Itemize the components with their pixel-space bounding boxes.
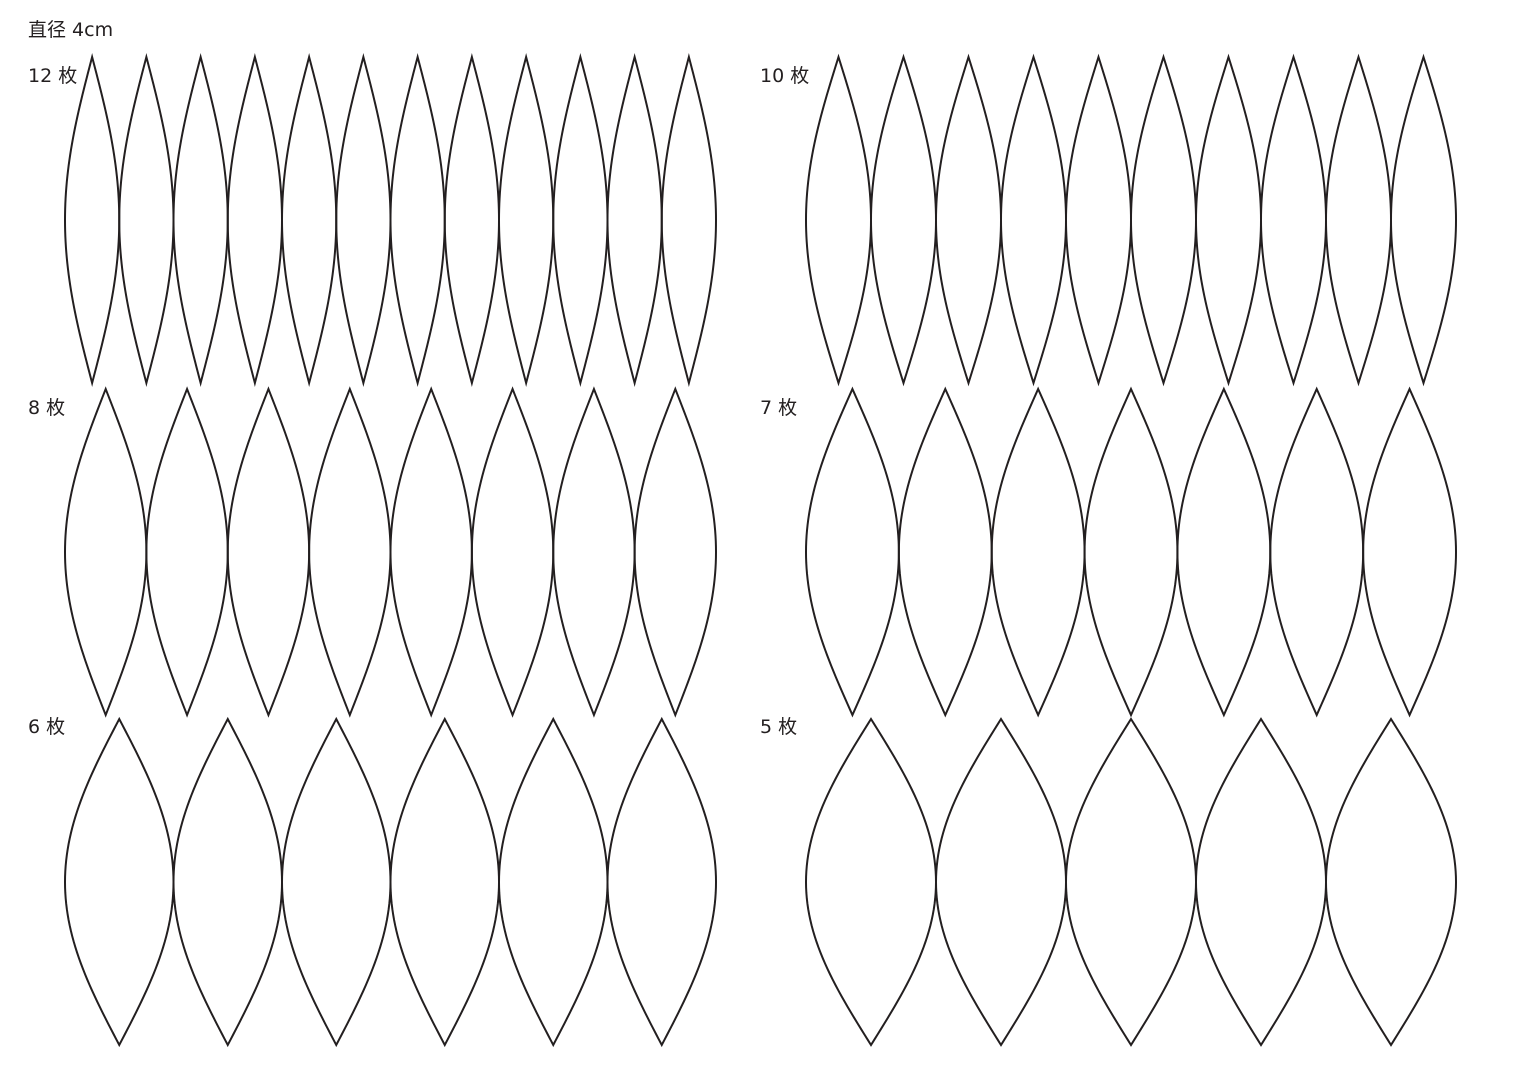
gore-piece [497,53,555,387]
gore-piece [897,386,993,718]
gore-piece [552,53,609,387]
gore-piece [1269,386,1365,718]
gore-piece [660,53,718,387]
group-label-5: 5 枚 [760,716,798,738]
group-label-12: 12 枚 [28,65,78,87]
gore-piece [118,53,175,387]
gore-piece [1064,717,1198,1047]
gore-piece [1194,53,1263,387]
gore-piece [63,53,121,387]
gore-piece [1176,386,1272,718]
gore-piece [552,386,636,718]
gore-piece [804,386,900,718]
gore-piece [1194,717,1328,1047]
gore-piece [869,53,938,387]
gore-piece [389,716,501,1048]
gore-piece [804,717,938,1047]
gore-group-8 [63,386,718,718]
gore-piece [1064,53,1133,387]
gore-piece [145,386,229,718]
gore-piece [633,386,718,718]
gore-piece [389,53,446,387]
gore-piece [804,53,873,387]
gore-piece [1324,717,1458,1047]
gore-piece [1362,386,1458,718]
gore-piece [172,716,284,1048]
page-title: 直径 4cm [28,19,114,41]
gore-piece [308,386,392,718]
gore-piece [63,386,148,718]
gore-group-12 [63,53,718,387]
gore-piece [226,386,311,718]
gore-piece [990,386,1086,718]
gore-piece [1129,53,1198,387]
gore-piece [280,53,338,387]
gore-piece [443,53,501,387]
gore-piece [470,386,555,718]
gore-group-6 [63,716,718,1048]
gore-piece [63,716,175,1048]
gore-piece [934,717,1068,1047]
gore-piece [1324,53,1393,387]
group-label-8: 8 枚 [28,397,66,419]
gore-piece [497,716,609,1048]
gore-piece [335,53,392,387]
gore-piece [934,53,1003,387]
gore-piece [606,53,663,387]
gore-piece [1259,53,1328,387]
gore-piece [1083,386,1179,718]
gore-piece [1389,53,1458,387]
gore-piece [389,386,473,718]
group-label-6: 6 枚 [28,716,66,738]
gore-piece [280,716,392,1048]
gore-group-10 [804,53,1458,387]
gore-piece [172,53,229,387]
gore-piece [606,716,718,1048]
group-label-10: 10 枚 [760,65,810,87]
gore-group-5 [804,717,1458,1047]
gore-piece [226,53,284,387]
gore-piece [999,53,1068,387]
group-label-7: 7 枚 [760,397,798,419]
gore-group-7 [804,386,1458,718]
